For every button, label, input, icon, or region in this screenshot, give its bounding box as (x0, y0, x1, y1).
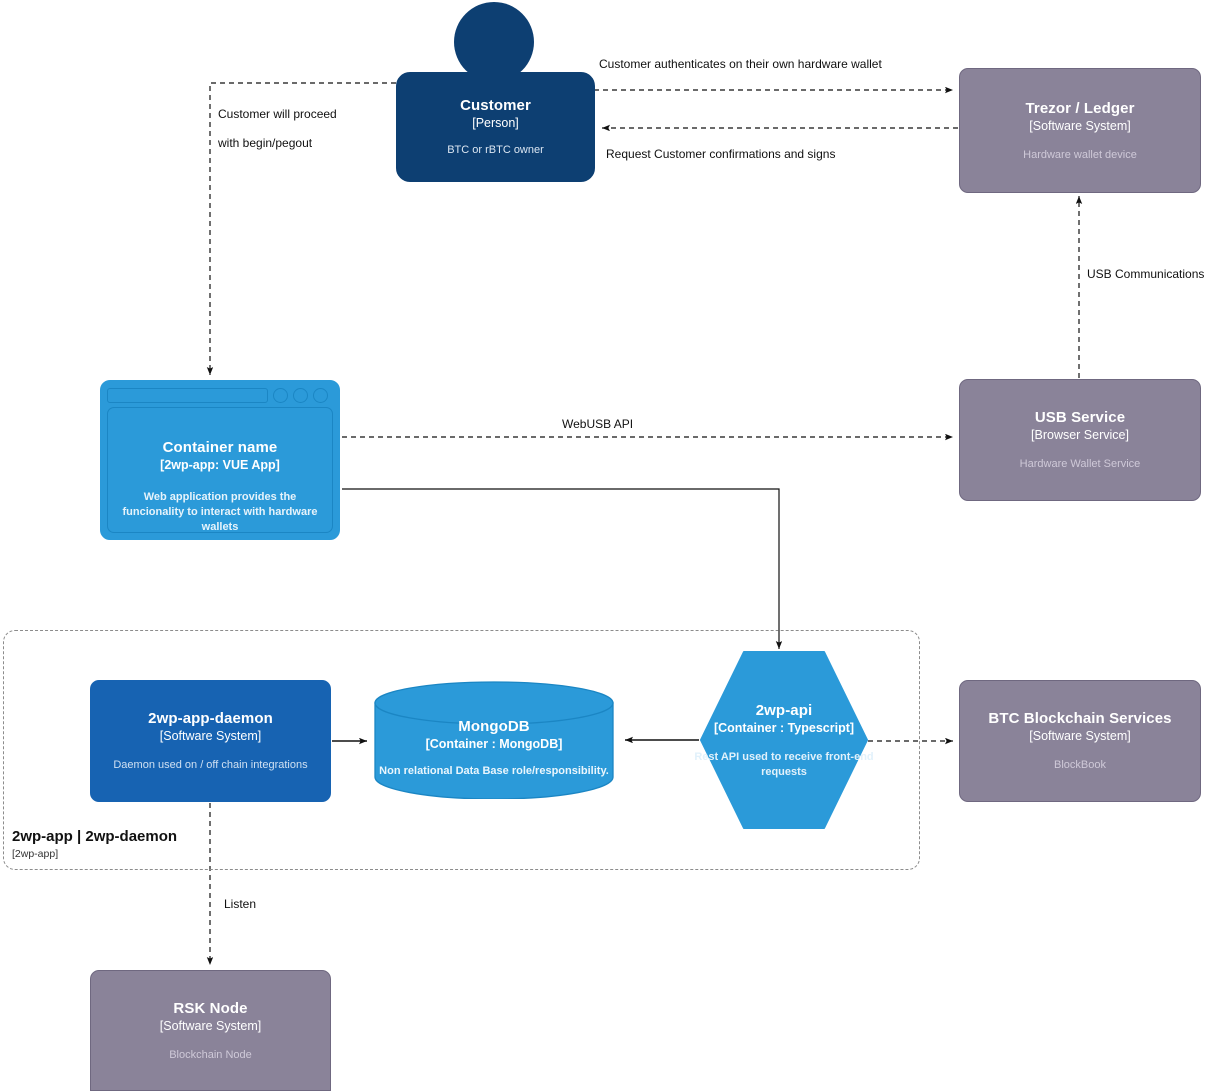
boundary-label: 2wp-app | 2wp-daemon [2wp-app] (12, 827, 312, 861)
customer-type: [Person] (472, 116, 519, 130)
node-btc-blockchain-services[interactable]: BTC Blockchain Services [Software System… (959, 680, 1201, 802)
edge-label-vueapp-to-usbservice: WebUSB API (562, 417, 634, 431)
edge-label-customer-to-vueapp-line2: with begin/pegout (218, 136, 313, 150)
2wp-api-content: 2wp-api [Container : Typescript] Rest AP… (694, 650, 873, 830)
daemon-name: 2wp-app-daemon (148, 710, 273, 727)
rsk-node-name: RSK Node (173, 999, 248, 1017)
edge-label-customer-to-trezor: Customer authenticates on their own hard… (599, 57, 882, 71)
rsk-node-description: Blockchain Node (169, 1048, 252, 1061)
customer-description: BTC or rBTC owner (447, 144, 544, 156)
trezor-ledger-type: [Software System] (1029, 118, 1131, 133)
daemon-description: Daemon used on / off chain integrations (113, 759, 308, 771)
browser-title-bar (107, 387, 333, 403)
browser-content: Container name [2wp-app: VUE App] Web ap… (107, 407, 333, 533)
person-head-icon (454, 2, 534, 82)
boundary-2wp-app (3, 630, 920, 870)
node-mongodb[interactable]: MongoDB [Container : MongoDB] Non relati… (374, 681, 614, 800)
edge-customer-to-vueapp (206, 82, 396, 375)
trezor-ledger-name: Trezor / Ledger (1025, 99, 1135, 117)
mongodb-name: MongoDB (458, 718, 530, 735)
boundary-name: 2wp-app | 2wp-daemon (12, 828, 178, 845)
browser-dot-icon-3 (313, 387, 328, 403)
customer-body: Customer [Person] BTC or rBTC owner (396, 72, 595, 182)
edge-vueapp-to-api (342, 488, 783, 649)
usb-service-description: Hardware Wallet Service (1019, 458, 1141, 470)
node-vue-app[interactable]: Container name [2wp-app: VUE App] Web ap… (100, 380, 340, 540)
usb-service-type: [Browser Service] (1031, 428, 1129, 442)
2wp-api-type: [Container : Typescript] (713, 720, 855, 735)
usb-service-name: USB Service (1034, 409, 1126, 426)
2wp-api-description: Rest API used to receive front-end reque… (694, 750, 874, 778)
node-trezor-ledger[interactable]: Trezor / Ledger [Software System] Hardwa… (959, 68, 1201, 193)
boundary-type: [2wp-app] (12, 848, 59, 860)
mongodb-content: MongoDB [Container : MongoDB] Non relati… (374, 681, 614, 799)
customer-name: Customer (460, 97, 531, 114)
daemon-type: [Software System] (159, 729, 262, 743)
browser-url-bar (107, 387, 268, 403)
mongodb-type: [Container : MongoDB] (425, 737, 563, 751)
btc-blockchain-type: [Software System] (1029, 729, 1131, 743)
rsk-node-type: [Software System] (159, 1018, 262, 1033)
btc-blockchain-description: BlockBook (1054, 759, 1106, 771)
edge-label-daemon-to-rsknode: Listen (224, 897, 257, 911)
browser-dot-icon-2 (293, 387, 308, 403)
browser-dot-icon-1 (273, 387, 288, 403)
edge-label-usbservice-to-trezor: USB Communications (1087, 267, 1205, 281)
node-2wp-api[interactable]: 2wp-api [Container : Typescript] Rest AP… (694, 650, 874, 830)
vue-app-name: Container name (162, 439, 278, 456)
node-customer[interactable]: Customer [Person] BTC or rBTC owner (396, 2, 595, 182)
2wp-api-name: 2wp-api (755, 701, 813, 719)
edge-label-customer-to-vueapp-line1: Customer will proceed (218, 107, 337, 121)
vue-app-type: [2wp-app: VUE App] (160, 458, 280, 472)
btc-blockchain-name: BTC Blockchain Services (988, 710, 1172, 727)
mongodb-description: Non relational Data Base role/responsibi… (379, 765, 609, 777)
cylinder-shape-icon (374, 681, 614, 800)
vue-app-description: Web application provides the funcionalit… (122, 491, 318, 533)
hexagon-shape-icon (700, 651, 868, 829)
edge-label-trezor-to-customer: Request Customer confirmations and signs (606, 147, 836, 161)
node-rsk-node[interactable]: RSK Node [Software System] Blockchain No… (90, 970, 331, 1091)
node-usb-service[interactable]: USB Service [Browser Service] Hardware W… (959, 379, 1201, 501)
node-2wp-app-daemon[interactable]: 2wp-app-daemon [Software System] Daemon … (90, 680, 331, 802)
trezor-ledger-description: Hardware wallet device (1023, 148, 1137, 161)
